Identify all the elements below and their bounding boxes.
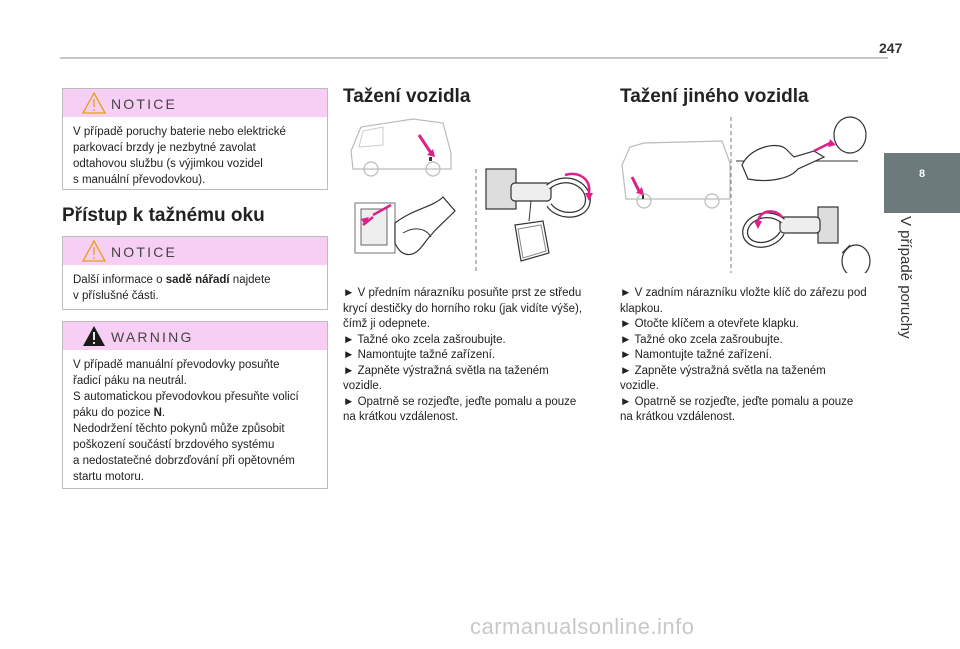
- instruction-line: na krátkou vzdálenost.: [343, 411, 459, 423]
- instruction-line: ► Zapněte výstražná světla na taženém: [343, 364, 549, 377]
- notice-label: NOTICE: [111, 96, 178, 112]
- text-run: .: [161, 407, 166, 419]
- instruction-line: ► Namontujte tažné zařízení.: [343, 349, 496, 361]
- instruction-line: ► V předním nárazníku posuňte prst ze st…: [343, 287, 582, 299]
- warning-header: WARNING: [63, 322, 327, 350]
- chapter-tab: [884, 153, 960, 213]
- warning-line: V případě manuální převodovky posuňte: [73, 359, 280, 371]
- towing-instructions: ► V předním nárazníku posuňte prst ze st…: [343, 286, 605, 426]
- warning-box: WARNING V případě manuální převodovky po…: [62, 321, 328, 489]
- instruction-line: krycí destičky do horního roku (jak vidí…: [343, 302, 583, 315]
- notice-header: NOTICE: [63, 237, 327, 265]
- warning-line: startu motoru.: [73, 471, 144, 483]
- gear-position: N: [153, 407, 162, 419]
- instruction-line: klapkou.: [620, 302, 663, 315]
- site-watermark: carmanualsonline.info: [470, 614, 695, 639]
- instruction-line: vozidle.: [620, 380, 659, 392]
- page-number: 247: [879, 40, 903, 56]
- warning-line: S automatickou převodovkou přesuňte voli…: [73, 391, 299, 403]
- warning-triangle-outline-icon: [82, 240, 106, 262]
- warning-triangle-filled-icon: [83, 326, 105, 346]
- chapter-label: V případě poruchy: [897, 216, 914, 339]
- rear-towing-illustration: [621, 116, 871, 273]
- notice-box-2: NOTICE Další informace o sadě nářadí naj…: [62, 236, 328, 310]
- tool-kit-ref: sadě nářadí: [165, 274, 230, 286]
- section-title-towing: Tažení vozidla: [343, 86, 471, 107]
- instruction-line: ► Tažné oko zcela zašroubujte.: [620, 333, 783, 346]
- instruction-line: ► Otočte klíčem a otevřete klapku.: [620, 318, 799, 330]
- notice-label: NOTICE: [111, 244, 178, 260]
- section-title-towing-other: Tažení jiného vozidla: [620, 86, 809, 107]
- notice-line: V případě poruchy baterie nebo elektrick…: [73, 126, 286, 138]
- warning-line: řadicí páku na neutrál.: [73, 375, 187, 387]
- towing-other-instructions: ► V zadním nárazníku vložte klíč do záře…: [620, 286, 882, 426]
- warning-line: páku do pozice N.: [73, 405, 317, 421]
- warning-label: WARNING: [111, 329, 194, 345]
- notice-line: odtahovou službu (s výjimkou vozidel: [73, 158, 263, 170]
- instruction-line: ► Namontujte tažné zařízení.: [620, 349, 773, 361]
- front-towing-illustration: [350, 118, 593, 273]
- instruction-line: ► Opatrně se rozjeďte, jeďte pomalu a po…: [620, 395, 854, 408]
- text-run: Další informace o: [73, 274, 166, 286]
- header-rule: [60, 57, 888, 59]
- instruction-line: ► Zapněte výstražná světla na taženém: [620, 364, 826, 377]
- warning-line: a nedostatečné dobrzďování při opětovném: [73, 455, 295, 467]
- text-run: najdete: [229, 274, 271, 286]
- chapter-number: 8: [918, 168, 926, 180]
- notice-line: v příslušné části.: [73, 290, 159, 302]
- section-title-towing-eye: Přístup k tažnému oku: [62, 205, 265, 226]
- notice-line: s manuální převodovkou).: [73, 174, 206, 186]
- warning-triangle-outline-icon: [82, 92, 106, 114]
- instruction-line: na krátkou vzdálenost.: [620, 411, 736, 423]
- instruction-line: vozidle.: [343, 380, 382, 392]
- notice-body: Další informace o sadě nářadí najdete v …: [63, 265, 327, 312]
- notice-body: V případě poruchy baterie nebo elektrick…: [63, 117, 327, 196]
- instruction-line: ► V zadním nárazníku vložte klíč do záře…: [620, 287, 867, 299]
- warning-body: V případě manuální převodovky posuňte řa…: [63, 350, 327, 493]
- text-run: páku do pozice: [73, 407, 154, 419]
- notice-box-1: NOTICE V případě poruchy baterie nebo el…: [62, 88, 328, 190]
- chapter-label-wrap: V případě poruchy: [894, 216, 914, 366]
- notice-header: NOTICE: [63, 89, 327, 117]
- instruction-line: ► Opatrně se rozjeďte, jeďte pomalu a po…: [343, 395, 577, 408]
- warning-line: Nedodržení těchto pokynů může způsobit: [73, 423, 285, 435]
- warning-line: poškození součástí brzdového systému: [73, 439, 275, 451]
- notice-line: Další informace o sadě nářadí najdete: [73, 272, 317, 288]
- instruction-line: čímž ji odepnete.: [343, 318, 430, 330]
- notice-line: parkovací brzdy je nezbytné zavolat: [73, 142, 256, 154]
- instruction-line: ► Tažné oko zcela zašroubujte.: [343, 333, 506, 346]
